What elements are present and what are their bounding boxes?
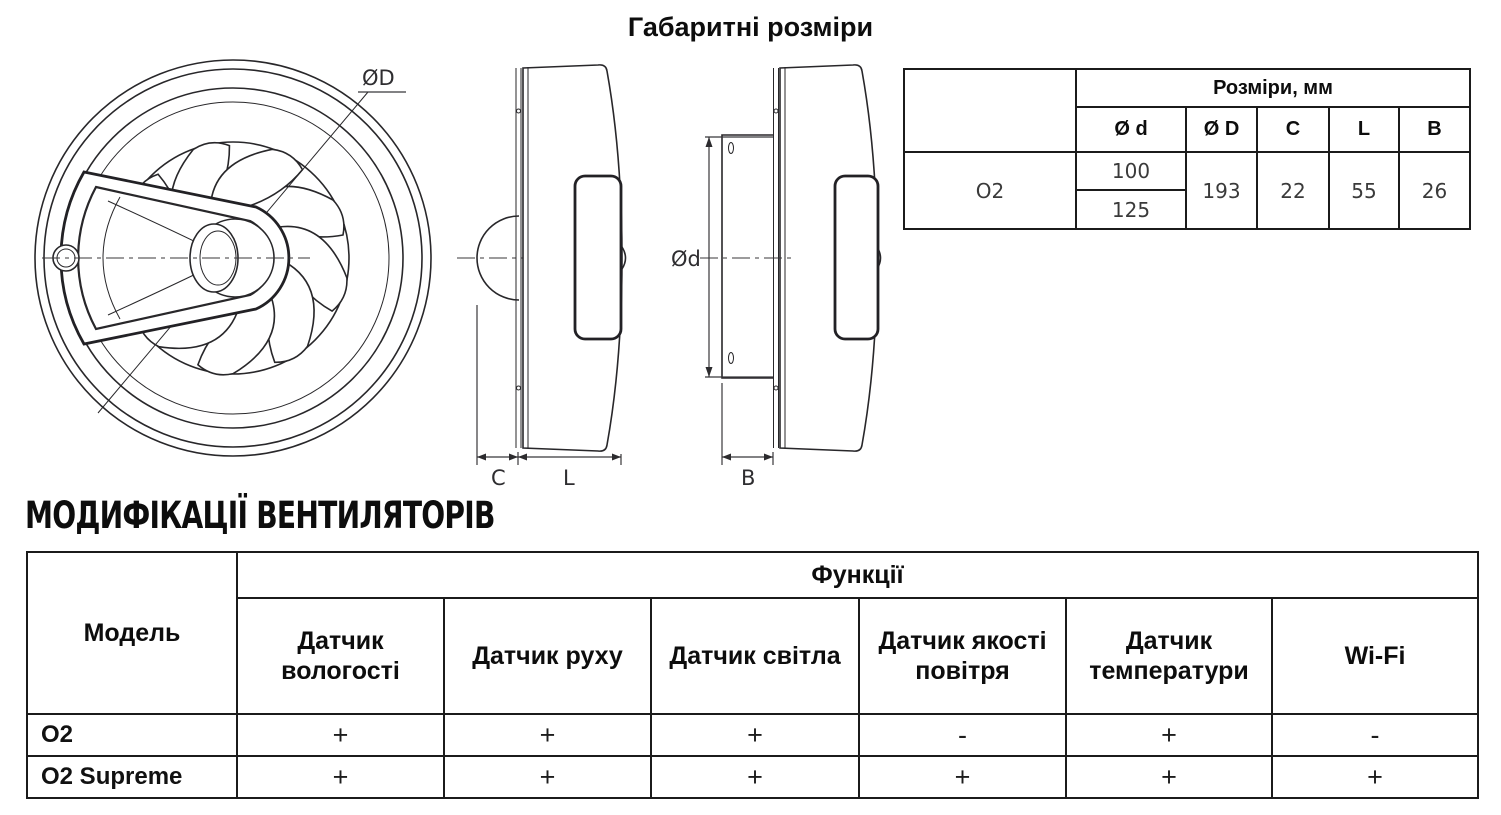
o2-light: + [650,713,860,757]
fan-side-view-drawing: C L [457,64,627,490]
mods-col-wifi: Wi-Fi [1271,597,1479,715]
mods-col-motion-sensor: Датчик руху [443,597,652,715]
o2-humidity: + [236,713,445,757]
table-row-o2-supreme: O2 Supreme + + + + + + [26,755,1479,799]
dims-col-l: L [1328,106,1400,153]
dims-value-B: 26 [1398,151,1471,230]
o2-temperature: + [1065,713,1273,757]
dim-label-d: Ød [671,247,701,271]
mods-col-light-sensor: Датчик світла [650,597,860,715]
dims-value-d125: 125 [1075,189,1187,230]
dims-col-d: Ø d [1075,106,1187,153]
dim-label-l: L [563,466,575,490]
handle-back [833,174,880,341]
page-title: Габаритні розміри [627,12,874,42]
o2s-motion: + [443,755,652,799]
dims-value-D: 193 [1185,151,1258,230]
fan-back-view-drawing: Ød B [671,64,882,490]
o2s-temperature: + [1065,755,1273,799]
table-row-o2: O2 + + + - + - [26,713,1479,757]
dim-label-b: B [741,466,755,490]
dims-value-d100: 100 [1075,151,1187,191]
duct-spigot [721,134,773,379]
o2-motion: + [443,713,652,757]
mounting-plate [515,68,522,448]
o2s-wifi: + [1271,755,1479,799]
o2s-air-quality: + [858,755,1067,799]
dims-header-sizes: Розміри, мм [1075,68,1471,108]
handle [573,174,623,341]
dims-model: O2 [903,151,1077,230]
mods-header-functions: Функції [236,551,1479,599]
dimension-d: Ød [671,136,773,378]
dimensions-table: Розміри, мм Ø d Ø D C L B O2 100 193 22 … [903,68,1471,230]
o2-wifi: - [1271,713,1479,757]
dimension-c-l: C L [476,305,622,490]
mods-col-temperature-sensor: Датчик температури [1065,597,1273,715]
modifications-table: Модель Функції Датчик вологості Датчик р… [26,551,1479,799]
dims-col-c: C [1256,106,1330,153]
o2-air-quality: - [858,713,1067,757]
dim-label-c: C [491,466,506,490]
dims-empty-header [903,68,1077,153]
dims-col-b: B [1398,106,1471,153]
o2s-light: + [650,755,860,799]
mods-col-air-quality-sensor: Датчик якості повітря [858,597,1067,715]
mods-model-o2: O2 [26,713,238,757]
dimension-b: B [721,383,774,490]
duct-arc [476,215,520,301]
mods-model-o2-supreme: O2 Supreme [26,755,238,799]
fan-front-view-drawing: ØD [34,59,432,457]
mods-col-humidity-sensor: Датчик вологості [236,597,445,715]
dims-value-L: 55 [1328,151,1400,230]
o2s-humidity: + [236,755,445,799]
section-title: МОДИФІКАЦІЇ ВЕНТИЛЯТОРІВ [25,494,495,537]
mods-header-model: Модель [26,551,238,715]
dims-value-C: 22 [1256,151,1330,230]
dim-label-outer-diameter: ØD [362,66,395,90]
dims-col-dd: Ø D [1185,106,1258,153]
